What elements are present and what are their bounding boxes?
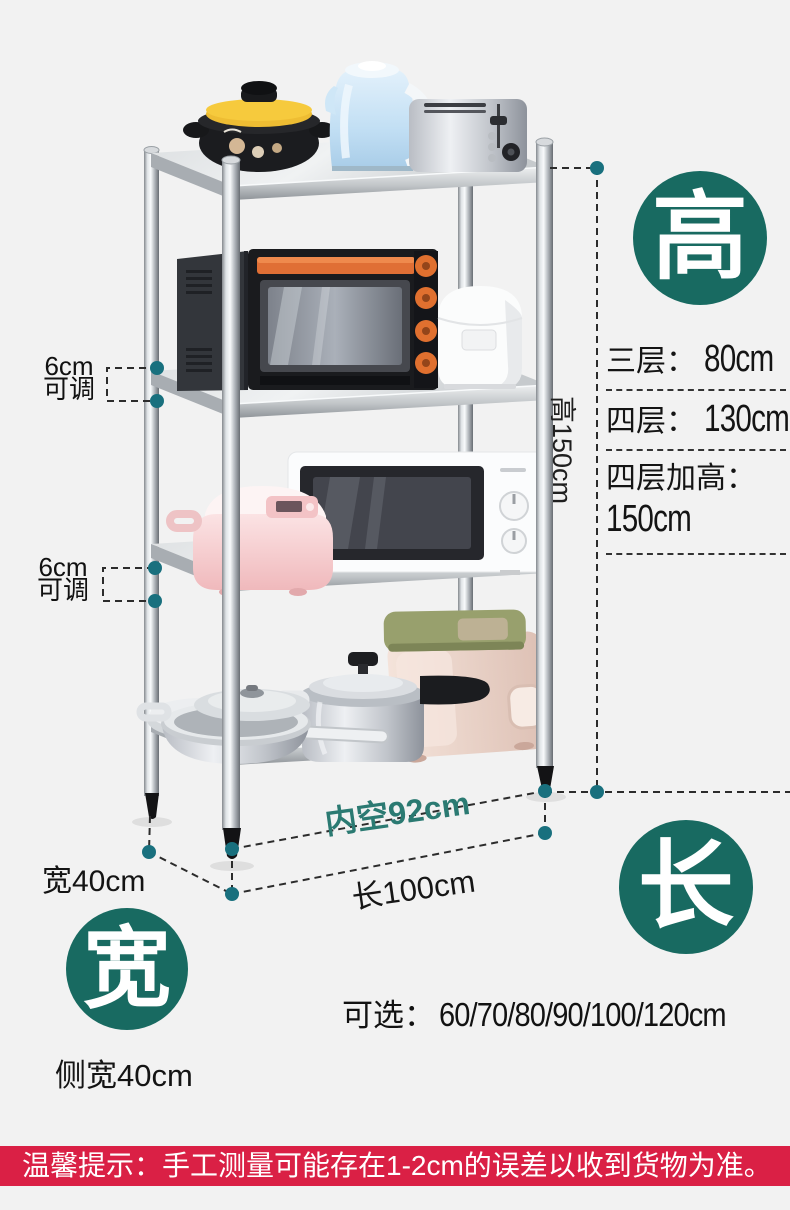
total-height-label: 高150cm [547, 396, 577, 505]
pressure-cooker-illustration [274, 652, 490, 762]
adjustable-note-bottom: 6cm 可调 [24, 552, 102, 605]
rice-bucket-illustration [383, 609, 550, 763]
spec-row-four-tier: 四层： 130cm [606, 391, 790, 451]
length-badge: 长 [619, 820, 753, 954]
adjustable-text: 可调 [42, 374, 95, 404]
width-badge: 宽 [66, 908, 188, 1030]
rice-cooker-white-illustration [437, 286, 523, 389]
height-badge-label: 高 [652, 184, 748, 291]
microwave-illustration [287, 451, 547, 575]
rack-front-posts [221, 137, 554, 859]
oven-illustration [177, 249, 438, 391]
length-badge-label: 长 [638, 833, 734, 940]
spec-value: 80cm [704, 338, 774, 380]
length-options: 可选：60/70/80/90/100/120cm [342, 990, 765, 1035]
dimension-dots [142, 161, 604, 901]
toaster-illustration [409, 99, 527, 172]
spec-row-three-tier: 三层： 80cm [606, 331, 786, 391]
spec-label: 四层加高： [606, 462, 756, 495]
height-badge: 高 [633, 171, 767, 305]
rice-cooker-pink-illustration [166, 486, 333, 596]
length-options-values: 60/70/80/90/100/120cm [439, 996, 727, 1033]
spec-list: 三层： 80cm 四层： 130cm 四层加高： 150cm [606, 331, 790, 555]
spec-label: 四层： [606, 405, 696, 438]
adjustable-text: 可调 [36, 575, 89, 605]
spec-value: 150cm [606, 498, 692, 540]
notice-banner: 温馨提示：手工测量可能存在1-2cm的误差以收到货物为准。 [0, 1146, 790, 1186]
adjustable-value: 6cm [44, 351, 94, 381]
spec-value: 130cm [704, 398, 790, 440]
width-badge-label: 宽 [82, 919, 171, 1018]
dimension-lines [102, 167, 790, 895]
adjustable-value: 6cm [38, 552, 88, 582]
length-options-label: 可选： [342, 998, 435, 1033]
adjustable-note-top: 6cm 可调 [30, 351, 108, 404]
spec-label: 三层： [606, 345, 696, 378]
spec-row-four-tier-tall: 四层加高： 150cm [606, 451, 786, 555]
side-width-label: 侧宽40cm [55, 1058, 193, 1093]
width-label: 宽40cm [42, 865, 146, 898]
wok-pan-illustration [136, 685, 389, 764]
